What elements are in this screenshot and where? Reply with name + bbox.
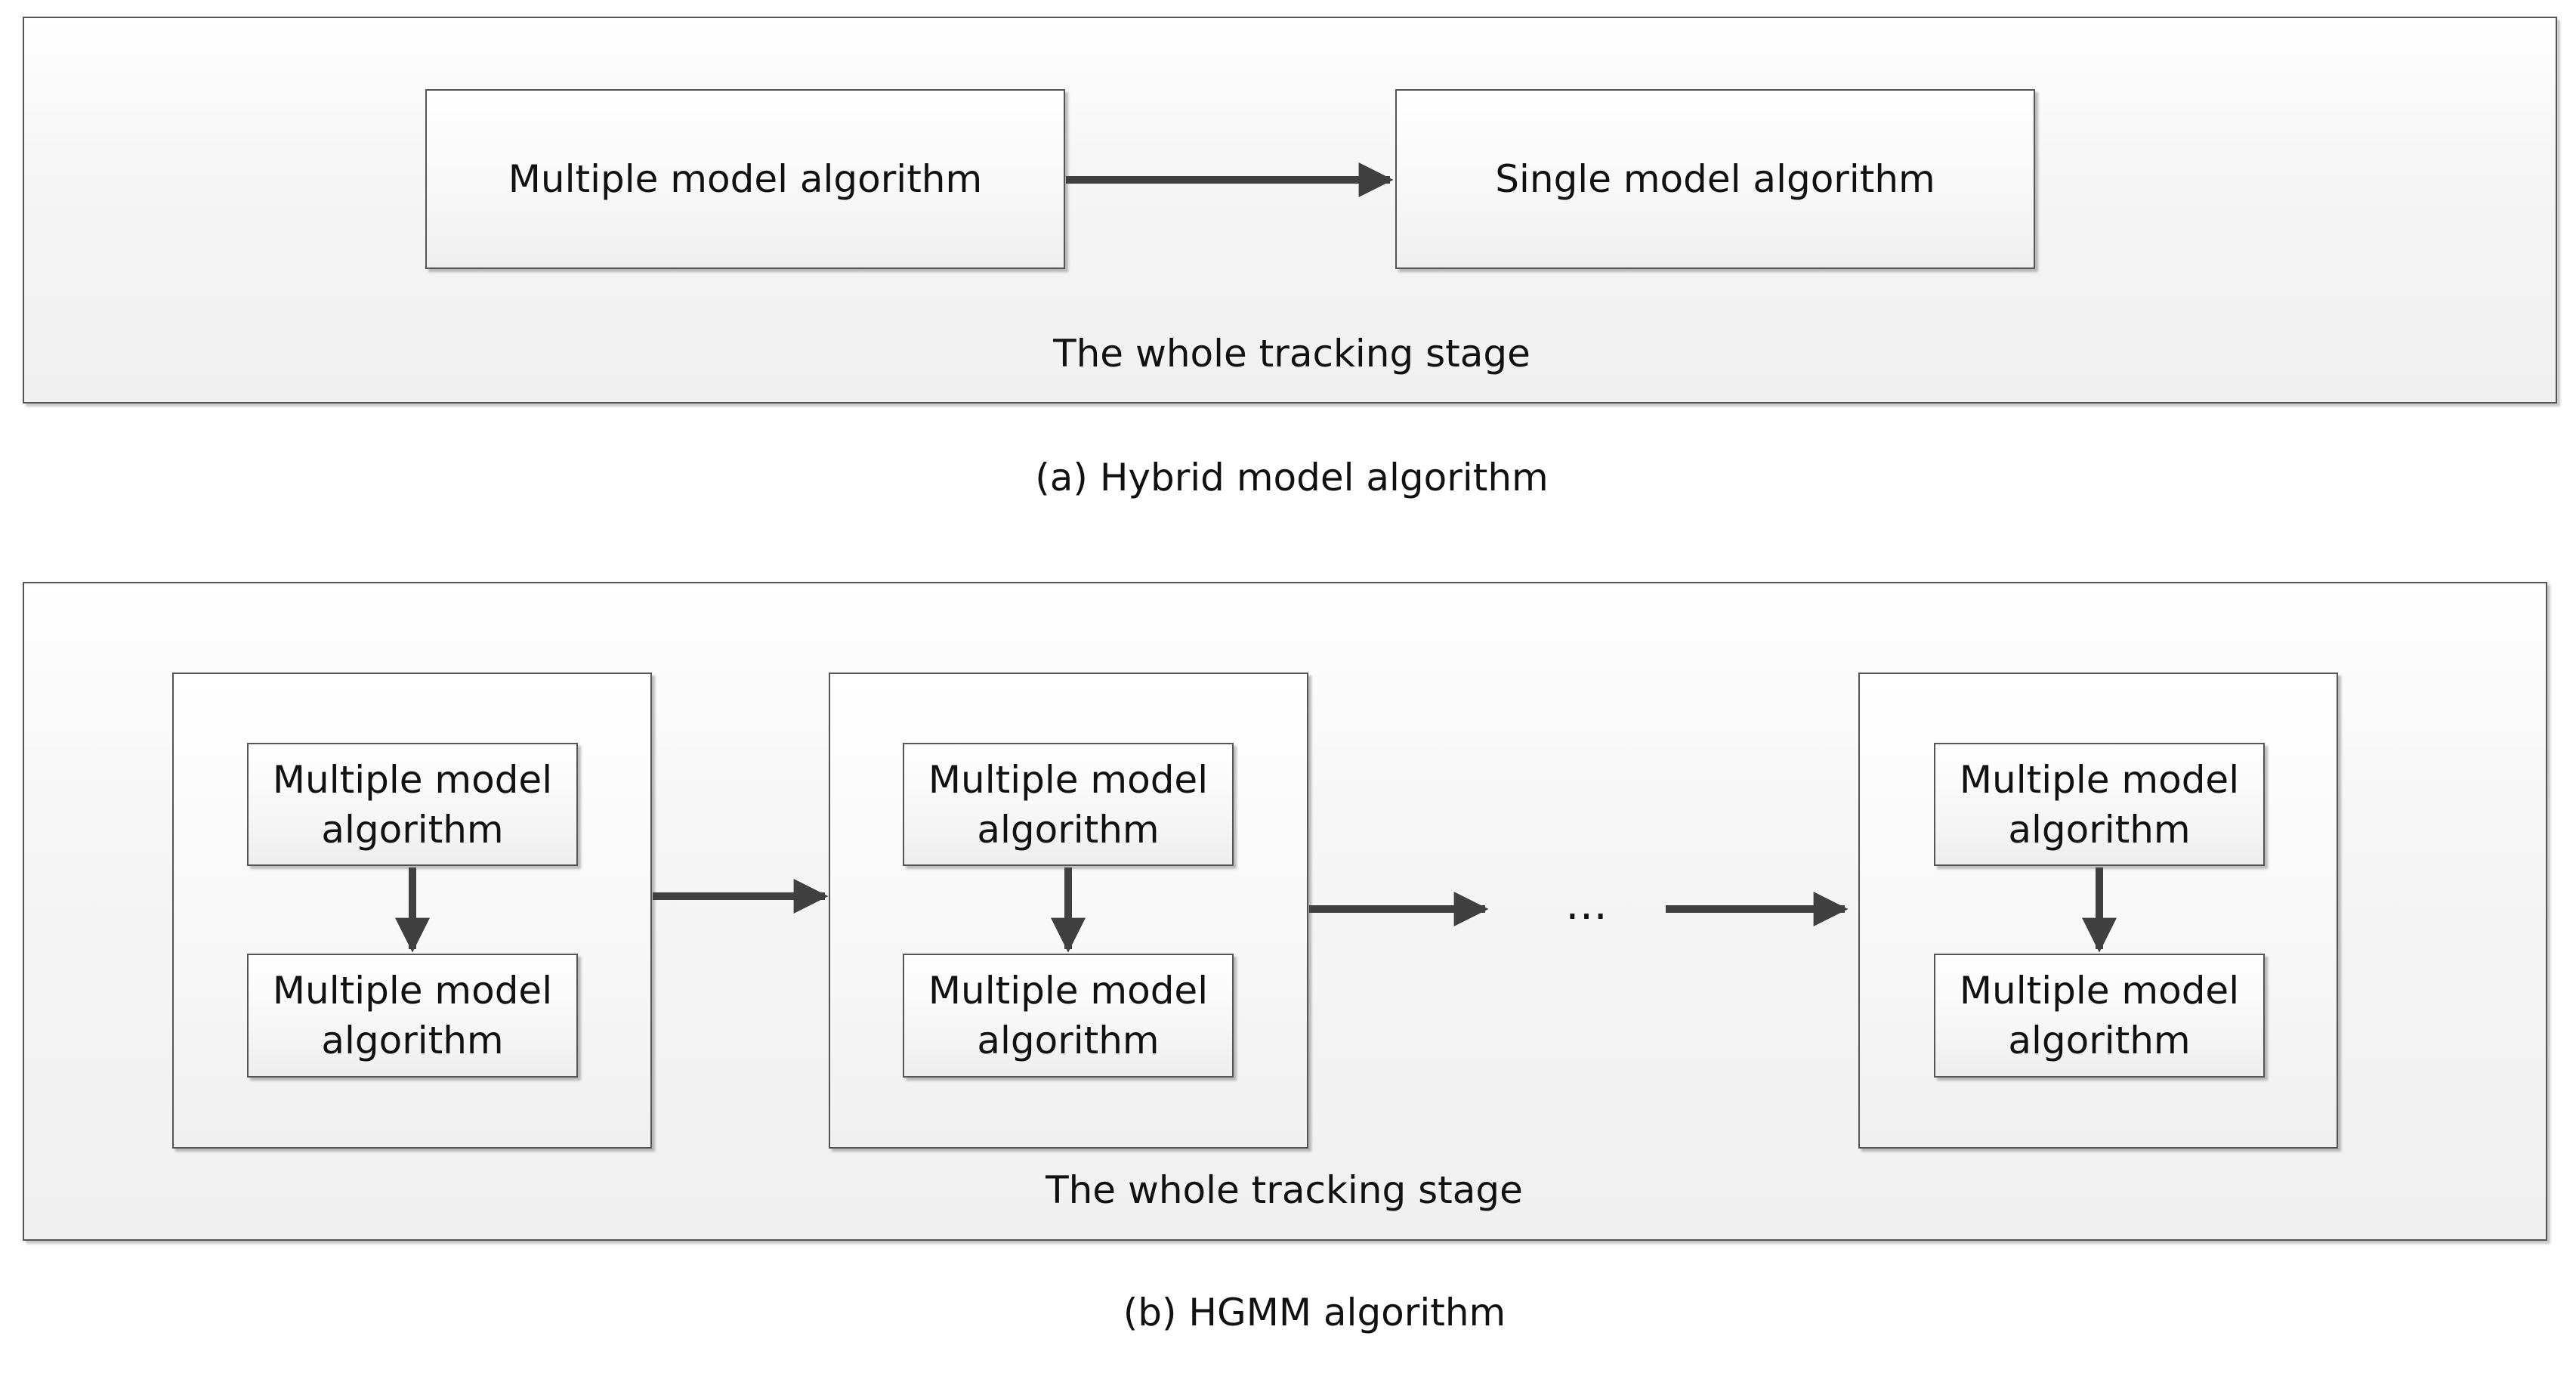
group-3-top-label: Multiple model algorithm [1959, 757, 2240, 852]
single-model-label: Single model algorithm [1495, 157, 1935, 201]
ellipsis: … [1565, 880, 1608, 929]
group-1-top-label: Multiple model algorithm [272, 757, 553, 852]
group-1-top-box: Multiple model algorithm [247, 743, 578, 866]
stage-label-b: The whole tracking stage [1046, 1168, 1523, 1212]
group-1-bottom-label: Multiple model algorithm [272, 969, 553, 1062]
group-2-bottom-label: Multiple model algorithm [928, 969, 1209, 1062]
group-3-top-box: Multiple model algorithm [1934, 743, 2265, 866]
group-1-bottom-box: Multiple model algorithm [247, 954, 578, 1078]
caption-b: (b) HGMM algorithm [1123, 1291, 1506, 1334]
multiple-model-label: Multiple model algorithm [508, 157, 983, 201]
single-model-box: Single model algorithm [1395, 89, 2035, 269]
caption-a: (a) Hybrid model algorithm [1035, 456, 1549, 499]
group-3-bottom-box: Multiple model algorithm [1934, 954, 2265, 1078]
group-2-top-box: Multiple model algorithm [903, 743, 1234, 866]
stage-label-a: The whole tracking stage [1053, 332, 1530, 376]
multiple-model-box: Multiple model algorithm [425, 89, 1065, 269]
group-2-top-label: Multiple model algorithm [928, 757, 1209, 852]
group-3-bottom-label: Multiple model algorithm [1959, 969, 2240, 1062]
group-2-bottom-box: Multiple model algorithm [903, 954, 1234, 1078]
